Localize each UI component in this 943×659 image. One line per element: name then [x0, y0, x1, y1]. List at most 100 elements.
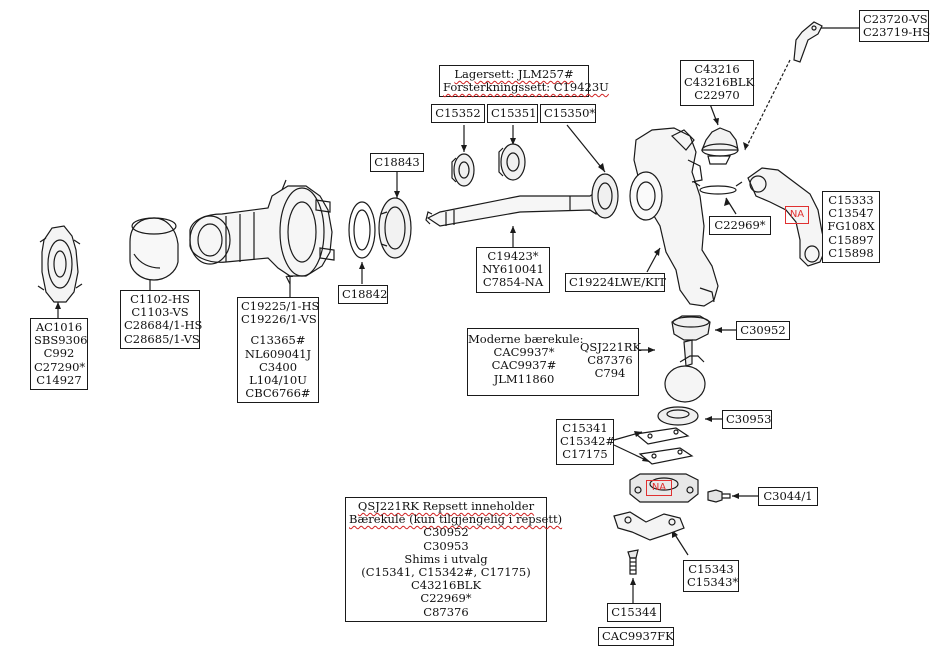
label-c18842: C18842 [338, 285, 388, 305]
na-marker-housing: NA [646, 480, 672, 496]
label-c15350: C15350* [540, 104, 596, 124]
label-line: CAC9937# [491, 358, 557, 373]
seal-drawing [592, 174, 618, 218]
label-line: C1103-VS [131, 305, 189, 320]
label-line: NL609041J [244, 346, 312, 361]
label-line: C22969* [714, 218, 766, 232]
label-line: C15352 [435, 106, 481, 120]
label-line: C7854-NA [482, 275, 544, 290]
label-line: AC1016 [35, 320, 83, 334]
label-line: C13547 [828, 206, 874, 221]
label-c15344: C15344 [607, 603, 661, 623]
label-line: C30953 [726, 412, 772, 426]
label-line: FG108X [827, 219, 875, 234]
label-line: QSJ221RK [580, 340, 642, 354]
label-c1102: C1102-HS C1103-VS C28684/1-HS C28685/1-V… [120, 290, 203, 349]
label-line: C30952 [423, 525, 469, 540]
bolt-drawing [628, 550, 638, 574]
label-line: C19224LWE/KIT [569, 275, 666, 289]
bump-rubber-drawing [702, 128, 738, 164]
label-c19423: C19423* NY610041 C7854-NA [476, 247, 550, 293]
label-line: C14927 [36, 372, 82, 387]
stub-axle-drawing [426, 192, 596, 226]
label-line: C28685/1-VS [124, 331, 200, 346]
label-line: C19423* [487, 249, 539, 263]
label-line: CBC6766# [245, 386, 311, 401]
label-line: C18842 [342, 287, 388, 301]
label-line: CAC9937FK [602, 629, 674, 643]
label-line: Forsterkningssett: C19423U [443, 80, 609, 95]
label-c19225: C19225/1-HS C19226/1-VS C13365# NL609041… [237, 297, 319, 404]
label-line: C18843 [374, 155, 420, 169]
hub-cap-drawing [130, 218, 178, 280]
label-c15333: C15333 C13547 FG108X C15897 C15898 [822, 191, 880, 264]
label-c3044: C3044/1 [758, 487, 818, 507]
label-line: Bærekule (kun tilgjengelig i repsett) [349, 512, 563, 527]
castle-nut-drawing [38, 226, 82, 302]
qsj-column: QSJ221RK C87376 C794 [580, 340, 642, 381]
label-line: C13365# [250, 333, 306, 348]
lock-plate-drawing [614, 512, 684, 540]
label-line: (C15341, C15342#, C17175) [361, 565, 531, 580]
label-line: C794 [594, 366, 626, 381]
label-line: C22969* [420, 591, 472, 606]
bracket-drawing [794, 22, 822, 62]
label-line: C23720-VS [863, 12, 928, 26]
label-line: L104/10U [249, 373, 307, 388]
label-line: C992 [43, 346, 75, 361]
label-line: C43216BLK [684, 75, 755, 90]
label-line: C87376 [587, 353, 633, 368]
label-line: C23719-HS [863, 25, 931, 40]
label-line: C15343* [687, 575, 739, 590]
steering-arm-drawing [748, 168, 826, 266]
label-line: C30952 [740, 323, 786, 337]
na-marker-steering-arm: NA [785, 206, 809, 224]
label-repsett: QSJ221RK Repsett inneholder Bærekule (ku… [345, 497, 563, 622]
moderne-column: Moderne bærekule: CAC9937* CAC9937# JLM1… [468, 332, 584, 386]
label-c15352: C15352 [431, 104, 485, 124]
label-line: C28684/1-HS [124, 318, 203, 333]
label-line: C3044/1 [763, 489, 813, 503]
label-lagersett: Lagersett: JLM257# Forsterkningssett: C1… [439, 65, 609, 98]
label-line: C15341 [562, 421, 608, 435]
label-c22969: C22969* [709, 216, 771, 236]
dust-cover-drawing [672, 316, 710, 340]
label-line: C15350* [544, 106, 596, 120]
shims-drawing [636, 428, 692, 464]
label-line: C43216BLK [410, 578, 482, 593]
label-line: C43216 [694, 62, 740, 76]
label-c15351: C15351 [487, 104, 538, 124]
label-line: JLM11860 [493, 371, 555, 386]
label-ac1016: AC1016 SBS9306 C992 C27290* C14927 [30, 318, 88, 391]
label-line: C3400 [258, 359, 298, 374]
label-moderne-baerekule: Moderne bærekule: CAC9937* CAC9937# JLM1… [467, 328, 642, 396]
label-line: C15342# [560, 434, 616, 449]
label-line: NY610041 [482, 262, 544, 277]
ball-pin-drawing [665, 340, 705, 402]
label-line: QSJ221RK Repsett inneholder [357, 499, 535, 513]
label-c43216: C43216 C43216BLK C22970 [680, 60, 754, 106]
label-line: Lagersett: JLM257# [454, 67, 574, 81]
label-line: C15898 [828, 245, 874, 260]
label-line: C87376 [423, 604, 469, 619]
label-line: Moderne bærekule: [468, 332, 584, 346]
label-c30953: C30953 [722, 410, 772, 430]
label-c30952: C30952 [736, 321, 790, 341]
label-line: C17175 [562, 447, 608, 462]
label-line: C15351 [491, 106, 537, 120]
label-line: Shims i utvalg [404, 551, 488, 566]
label-c23720: C23720-VS C23719-HS [859, 10, 931, 43]
ball-seat-drawing [658, 407, 698, 425]
wheel-hub-drawing [190, 180, 334, 284]
label-c15343: C15343 C15343* [683, 560, 739, 593]
label-line: C15343 [688, 562, 734, 576]
label-line: C22970 [694, 88, 740, 103]
bearing-rings-drawing [349, 198, 411, 258]
label-c18843: C18843 [370, 153, 424, 173]
label-c19224: C19224LWE/KIT [565, 273, 666, 293]
label-line: C30953 [423, 538, 469, 553]
label-c15341: C15341 C15342# C17175 [556, 419, 616, 465]
label-line: C15344 [611, 605, 657, 619]
label-line: C15333 [828, 193, 874, 207]
